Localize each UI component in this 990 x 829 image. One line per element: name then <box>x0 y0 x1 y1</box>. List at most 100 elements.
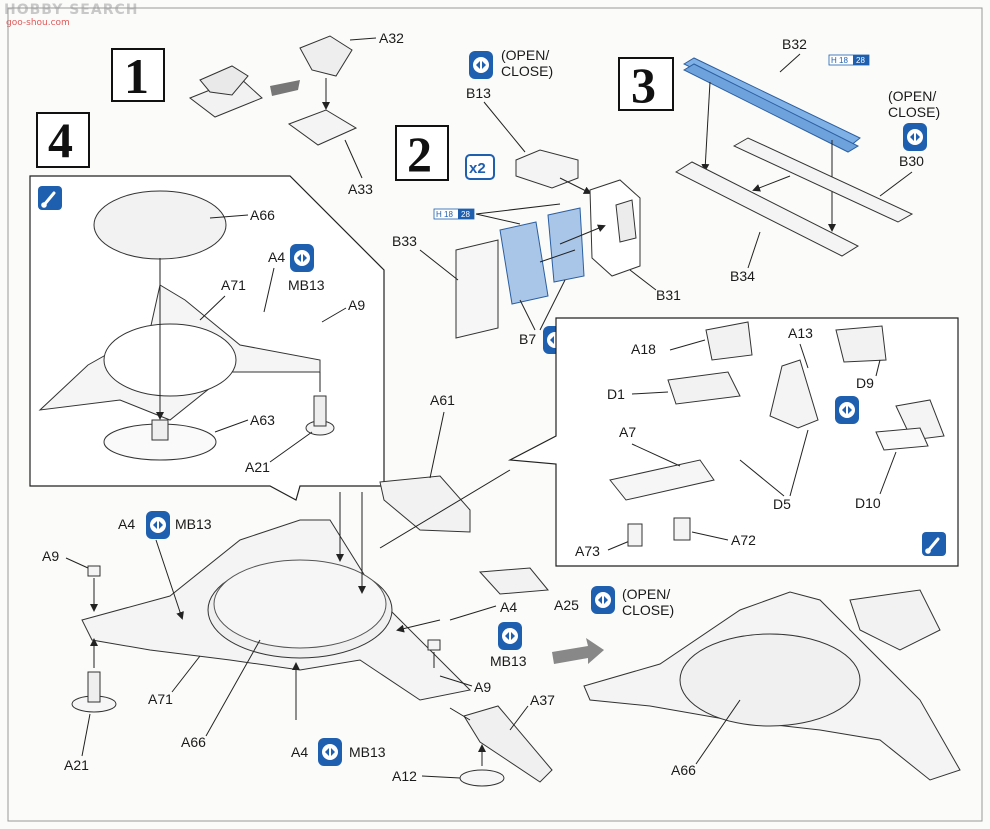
gray-arrow <box>270 80 300 96</box>
paint-brush-icon-seat <box>920 530 948 558</box>
page-border <box>7 7 983 822</box>
step-3: 3 B32 H 18 28 (OPEN/ CLOSE) B30 B34 <box>618 36 940 284</box>
part-a13 <box>769 359 819 429</box>
finished-assembly: A66 <box>583 589 961 781</box>
label-a37: A37 <box>530 692 555 708</box>
part-b13 <box>515 149 579 189</box>
label-a21-main: A21 <box>64 757 89 773</box>
part-a25-main <box>478 567 549 595</box>
cement-icon-a4-left <box>146 511 170 539</box>
part-b7-left <box>499 221 549 305</box>
label-a33: A33 <box>348 181 373 197</box>
label-a9-main-right: A9 <box>474 679 491 695</box>
part-d1 <box>667 371 741 405</box>
step-4-detail-callout: A66 A71 A4 MB13 A9 A63 A21 <box>29 175 385 501</box>
paint-h: H <box>436 210 442 219</box>
x2-badge <box>465 154 495 180</box>
label-a32: A32 <box>379 30 404 46</box>
step-4-number: 4 <box>48 112 73 168</box>
label-a71-detail: A71 <box>221 277 246 293</box>
part-a18 <box>705 321 753 361</box>
label-a21-detail: A21 <box>245 459 270 475</box>
gray-arrow-main <box>552 638 604 664</box>
paint-c1: 18 <box>444 210 453 219</box>
part-a32 <box>299 35 353 77</box>
label-a4-detail: A4 <box>268 249 285 265</box>
part-b33 <box>455 239 499 339</box>
cement-icon-a25 <box>591 586 615 614</box>
label-b7: B7 <box>519 331 536 347</box>
label-mb13-main-right: MB13 <box>490 653 527 669</box>
label-a71-main: A71 <box>148 691 173 707</box>
step-1-number: 1 <box>124 48 149 104</box>
cement-icon-a4-bottom <box>318 738 342 766</box>
label-a25: A25 <box>554 597 579 613</box>
part-a73 <box>627 523 643 547</box>
part-b32-upper <box>682 57 861 147</box>
label-b32: B32 <box>782 36 807 52</box>
label-b31: B31 <box>656 287 681 303</box>
part-b32-lower <box>682 63 860 153</box>
label-a4-main-left: A4 <box>118 516 135 532</box>
part-a32-assembled <box>199 65 249 96</box>
part-d9 <box>835 325 887 363</box>
step-2: 2 x2 (OPEN/ CLOSE) B13 H 18 28 B33 B31 B… <box>392 47 681 354</box>
step-2-number: 2 <box>407 126 432 182</box>
open-close-b30-line2: CLOSE) <box>888 104 940 120</box>
multiplier-label: x2 <box>469 160 486 177</box>
label-b34: B34 <box>730 268 755 284</box>
label-b33: B33 <box>392 233 417 249</box>
part-a61-main <box>379 475 471 533</box>
seat-detail-callout: A18 A13 D9 D10 D1 A7 D5 A72 A73 <box>507 317 959 567</box>
cement-icon-a4-right <box>498 622 522 650</box>
label-a61: A61 <box>430 392 455 408</box>
part-a37-main <box>463 705 553 783</box>
part-a66-detail <box>93 190 227 260</box>
paint3-h: H <box>831 56 837 65</box>
open-close-b13-line1: (OPEN/ <box>501 47 549 63</box>
label-a13: A13 <box>788 325 813 341</box>
label-mb13-main-left: MB13 <box>175 516 212 532</box>
part-b30 <box>732 137 914 223</box>
paint-brush-icon-detail <box>36 184 64 212</box>
label-d10: D10 <box>855 495 881 511</box>
cement-icon-b30 <box>903 123 927 151</box>
step-3-number: 3 <box>631 57 656 113</box>
open-close-a25-line1: (OPEN/ <box>622 586 670 602</box>
paint3-c1: 18 <box>839 56 848 65</box>
label-a7: A7 <box>619 424 636 440</box>
label-b13: B13 <box>466 85 491 101</box>
part-a66-finished <box>679 633 861 727</box>
step-1-box <box>111 48 165 102</box>
part-a7 <box>609 459 715 501</box>
label-a63-detail: A63 <box>250 412 275 428</box>
paint3-c2: 28 <box>856 56 865 65</box>
label-d1: D1 <box>607 386 625 402</box>
main-assembly: A61 A25 (OPEN/ CLOSE) A4 MB13 A9 A21 A71… <box>42 392 674 787</box>
label-a9-main-left: A9 <box>42 548 59 564</box>
watermark-brand: HOBBY SEARCH <box>4 2 139 18</box>
label-a9-detail: A9 <box>348 297 365 313</box>
label-a18: A18 <box>631 341 656 357</box>
label-a66-finished: A66 <box>671 762 696 778</box>
cement-icon-a4-detail <box>290 244 314 272</box>
part-b34 <box>674 161 860 257</box>
label-a66-main: A66 <box>181 734 206 750</box>
label-a12: A12 <box>392 768 417 784</box>
part-a12-main <box>459 769 505 787</box>
label-a72: A72 <box>731 532 756 548</box>
watermark-url: goo-shou.com <box>6 18 70 28</box>
open-close-b30-line1: (OPEN/ <box>888 88 936 104</box>
label-mb13-main-bottom: MB13 <box>349 744 386 760</box>
step-4-header: 4 <box>36 112 90 168</box>
part-a72 <box>673 517 691 541</box>
label-a4-main-bottom: A4 <box>291 744 308 760</box>
label-b30: B30 <box>899 153 924 169</box>
label-a66-detail: A66 <box>250 207 275 223</box>
label-mb13-detail: MB13 <box>288 277 325 293</box>
open-close-a25-line2: CLOSE) <box>622 602 674 618</box>
part-d10 <box>875 427 929 451</box>
label-a4-main-right: A4 <box>500 599 517 615</box>
part-a33 <box>287 109 358 146</box>
